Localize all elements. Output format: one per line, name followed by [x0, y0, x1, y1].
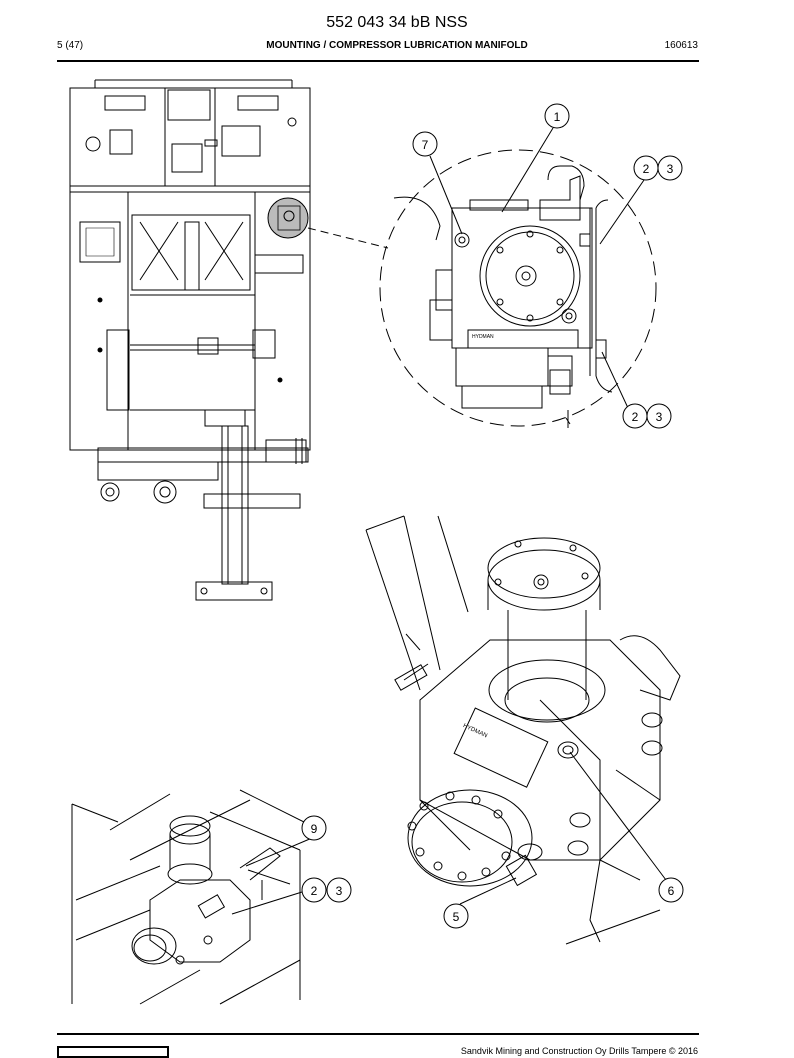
sandvik-logo — [57, 1046, 169, 1058]
date-code: 160613 — [664, 40, 698, 51]
page-number: 5 (47) — [57, 40, 84, 51]
callout-2-label: 2 — [311, 884, 318, 898]
callout-5-label: 5 — [453, 910, 460, 924]
callout-3-label: 3 — [336, 884, 343, 898]
callout-3-label: 3 — [656, 410, 663, 424]
section-title: MOUNTING / COMPRESSOR LUBRICATION MANIFO… — [266, 40, 528, 51]
callout-3-detail-top: 3 — [657, 155, 683, 181]
callout-2-label: 2 — [632, 410, 639, 424]
document-title: 552 043 34 bB NSS — [326, 14, 468, 31]
footer-copyright: Sandvik Mining and Construction Oy Drill… — [460, 1046, 698, 1056]
callout-2-detail-top: 2 — [633, 155, 659, 181]
callout-6-label: 6 — [668, 884, 675, 898]
footer-rule — [57, 1033, 699, 1035]
callout-9: 9 — [301, 815, 327, 841]
top-view-drawing — [69, 79, 389, 601]
callout-3-overview: 3 — [326, 877, 352, 903]
callout-6: 6 — [658, 877, 684, 903]
detail-brand-label-2: HYDMAN — [462, 723, 488, 739]
callout-2-label: 2 — [643, 162, 650, 176]
isometric-view-drawing: HYDMAN — [365, 515, 681, 945]
callout-7: 7 — [412, 131, 438, 157]
overview-view-drawing — [71, 789, 321, 1005]
detail-brand-label-1: HYDMAN — [472, 334, 494, 340]
callout-5: 5 — [443, 903, 469, 929]
callout-1-label: 1 — [554, 110, 561, 124]
header-rule — [57, 60, 699, 62]
callout-3-label: 3 — [667, 162, 674, 176]
callout-9-label: 9 — [311, 822, 318, 836]
callout-3-detail-bottom: 3 — [646, 403, 672, 429]
callout-2-overview: 2 — [301, 877, 327, 903]
callout-1: 1 — [544, 103, 570, 129]
callout-7-label: 7 — [422, 138, 429, 152]
callout-2-detail-bottom: 2 — [622, 403, 648, 429]
detail-view-drawing: HYDMAN — [379, 149, 657, 428]
leader-lines — [231, 127, 667, 915]
